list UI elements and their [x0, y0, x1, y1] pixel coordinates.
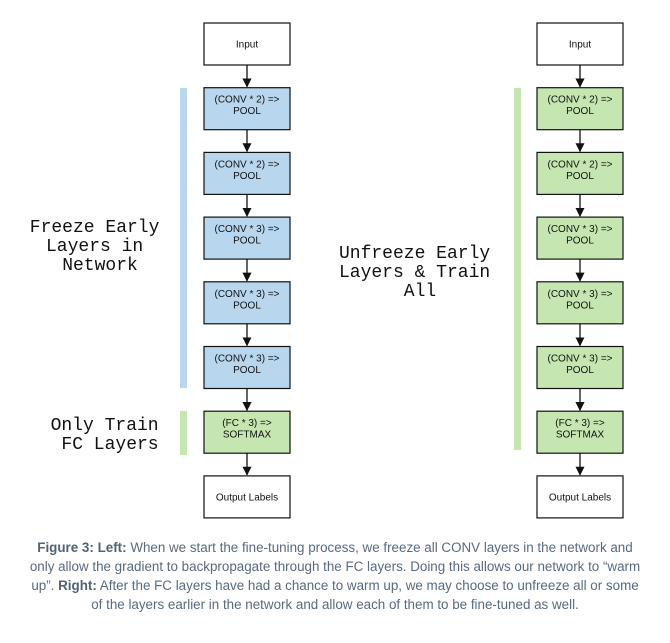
right-layer-label: (CONV * 2) =>POOL [547, 95, 612, 118]
caption-right-text: After the FC layers have had a chance to… [91, 578, 639, 612]
only-train-fc-label: Only Train FC Layers [51, 416, 170, 455]
right-layer-label: Input [569, 40, 591, 51]
right-layer-label: Output Labels [549, 492, 611, 503]
left-layer-box [203, 281, 291, 325]
caption-figure-label: Figure 3: [37, 540, 94, 555]
left-layer-box [203, 475, 291, 519]
caption-right-label: Right: [58, 578, 97, 593]
right-layer-box [536, 22, 624, 66]
right-layer-label: (CONV * 3) =>POOL [547, 289, 612, 312]
fine-tuning-diagram: Input (CONV * 2) =>POOL (CONV * 2) =>POOL (… [30, 22, 624, 519]
left-layer-label: (CONV * 3) =>POOL [214, 289, 279, 312]
trainable-fc-bar [180, 411, 187, 455]
freeze-early-label: Freeze Early Layers in Network [30, 218, 170, 276]
left-layer-box [203, 87, 291, 131]
frozen-layers-bar [180, 88, 187, 388]
right-layer-label: (FC * 3) =>SOFTMAX [555, 418, 605, 441]
right-layer-box [536, 216, 624, 260]
right-layer-box [536, 151, 624, 195]
right-network-column: Input (CONV * 2) =>POOL (CONV * 2) =>POOL (… [536, 22, 624, 519]
left-network-column: Input (CONV * 2) =>POOL (CONV * 2) =>POOL (… [203, 22, 291, 519]
right-layer-label: (CONV * 2) =>POOL [547, 159, 612, 182]
left-layer-label: (FC * 3) =>SOFTMAX [222, 418, 272, 441]
left-layer-label: (CONV * 3) =>POOL [214, 224, 279, 247]
right-layer-label: (CONV * 3) =>POOL [547, 354, 612, 377]
unfreeze-early-label: Unfreeze Early Layers & Train All [339, 244, 501, 302]
left-layer-label: Input [236, 40, 258, 51]
right-layer-box [536, 475, 624, 519]
left-layer-box [203, 22, 291, 66]
left-layer-box [203, 151, 291, 195]
right-layer-box [536, 410, 624, 454]
left-layer-label: (CONV * 3) =>POOL [214, 354, 279, 377]
right-layer-box [536, 345, 624, 390]
left-layer-label: Output Labels [216, 492, 278, 503]
figure-caption: Figure 3: Left: When we start the fine-t… [26, 538, 644, 614]
right-layer-box [536, 87, 624, 131]
caption-left-label: Left: [97, 540, 127, 555]
right-layer-label: (CONV * 3) =>POOL [547, 224, 612, 247]
left-layer-label: (CONV * 2) =>POOL [214, 159, 279, 182]
left-layer-box [203, 410, 291, 454]
unfrozen-layers-bar [514, 88, 521, 450]
caption-left-text: When we start the fine-tuning process, w… [29, 540, 641, 593]
left-layer-label: (CONV * 2) =>POOL [214, 95, 279, 118]
